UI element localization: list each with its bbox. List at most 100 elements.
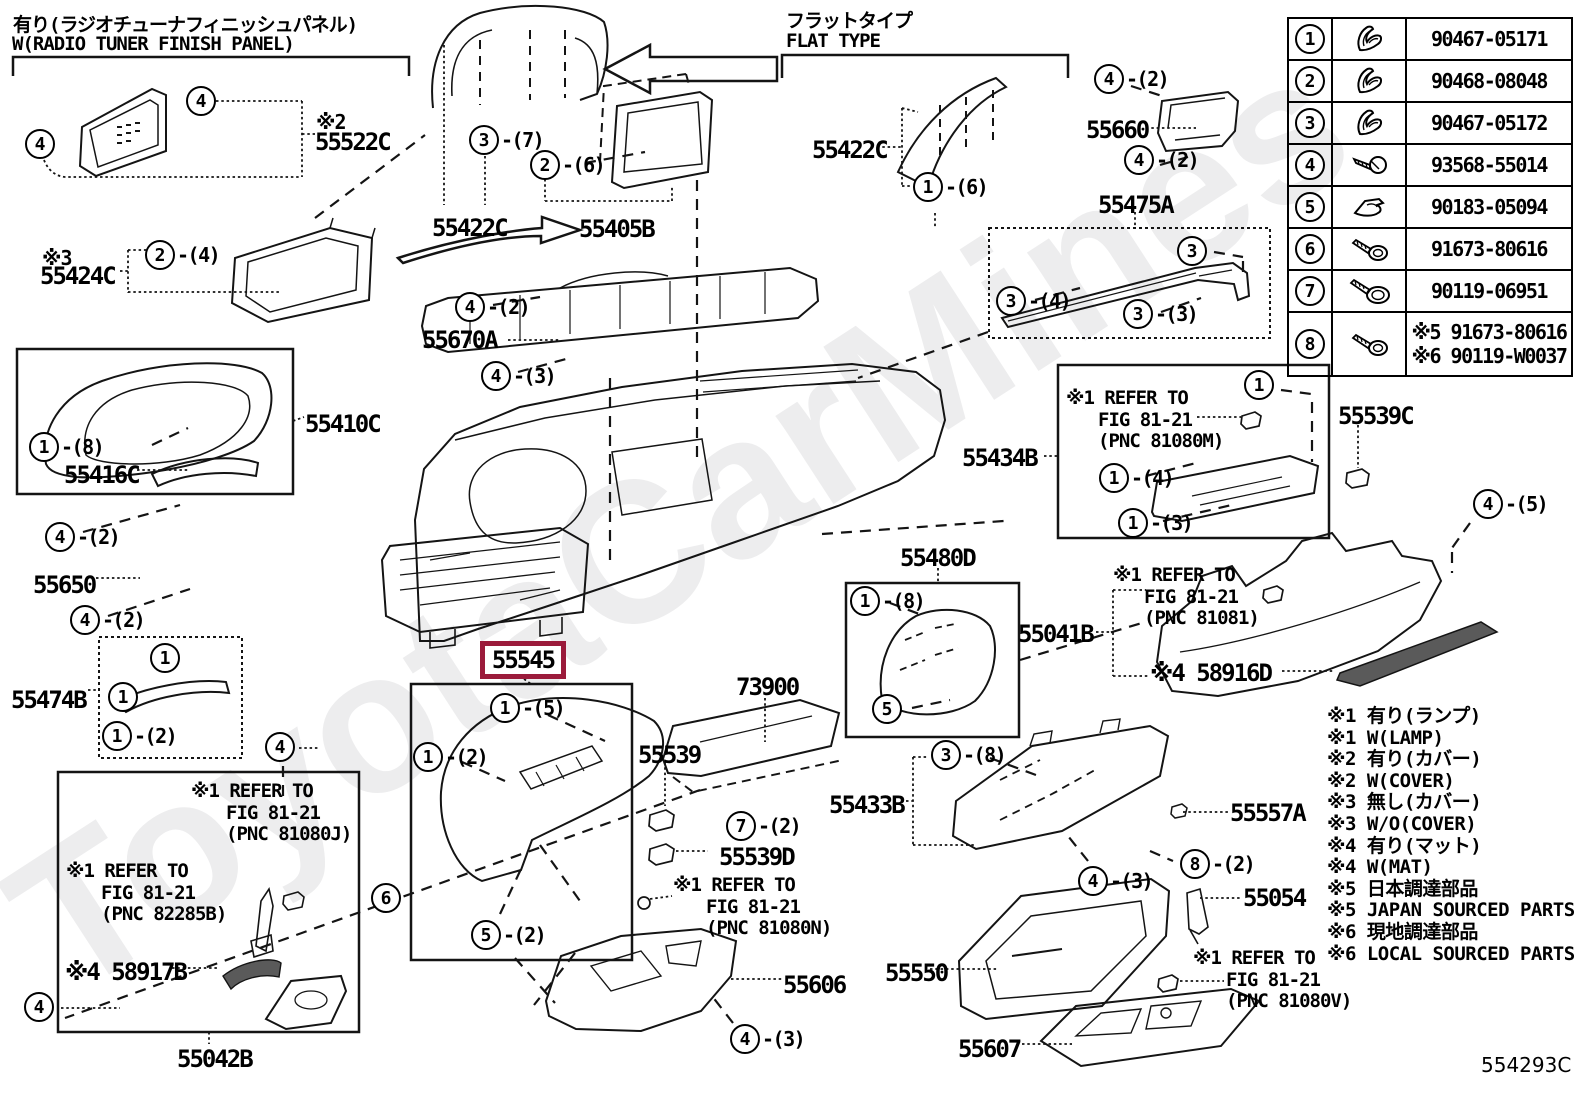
part-label-55480d[interactable]: 55480D [900, 544, 977, 572]
fastener-part-number: 90119-06951 [1407, 279, 1571, 303]
direction-arrows [395, 42, 779, 265]
part-label-55474b[interactable]: 55474B [11, 686, 88, 714]
callout-3: 3-(3) [1123, 299, 1199, 329]
fastener-part-number: 90183-05094 [1407, 195, 1571, 219]
callout-qty: -(2) [445, 745, 489, 769]
bolt-washer-icon [1331, 271, 1407, 311]
sketch-small-clips [637, 411, 1370, 993]
legend-line: ※1 有り(ランプ) [1327, 705, 1481, 727]
callout-qty: -(3) [1110, 869, 1154, 893]
callout-circle: 5 [471, 920, 501, 950]
sketch-glovebox-55550 [957, 877, 1171, 1021]
part-label-2[interactable]: ※2 [316, 110, 347, 134]
callout-qty: -(6) [562, 153, 606, 177]
fastener-callout: 8 [1289, 313, 1331, 375]
sketch-vent-55660 [1156, 90, 1240, 153]
part-label-3[interactable]: ※3 [42, 246, 73, 270]
callout-circle: 4 [186, 86, 216, 116]
callout-circle: 4 [481, 361, 511, 391]
part-label-55405b[interactable]: 55405B [579, 215, 656, 243]
callout-circle: 7 [1295, 276, 1325, 306]
part-label-55660[interactable]: 55660 [1086, 116, 1150, 144]
part-label-55539c[interactable]: 55539C [1338, 402, 1415, 430]
part-label-55650[interactable]: 55650 [33, 571, 97, 599]
part-label-55670a[interactable]: 55670A [422, 326, 499, 354]
fastener-row: 8※5 91673-80616※6 90119-W0037 [1289, 311, 1571, 375]
callout-1: 1-(2) [102, 721, 178, 751]
callout-qty: -(2) [503, 923, 547, 947]
callout-qty: -(2) [77, 525, 121, 549]
part-label-55041b[interactable]: 55041B [1018, 620, 1095, 648]
part-label-58917b[interactable]: ※4 58917B [65, 958, 188, 986]
legend-line: ※1 W(LAMP) [1327, 726, 1444, 749]
fastener-part-number: 90467-05171 [1407, 27, 1571, 51]
part-label-55539[interactable]: 55539 [638, 741, 702, 769]
fastener-part-line: 90119-06951 [1431, 279, 1548, 303]
fastener-part-line: ※5 91673-80616 [1411, 320, 1568, 344]
callout-circle: 4 [25, 129, 55, 159]
bolt-icon [1331, 229, 1407, 269]
callout-qty: -(2) [134, 724, 178, 748]
legend-line: ※2 W(COVER) [1327, 769, 1455, 792]
callout-circle: 5 [1295, 192, 1325, 222]
part-label-58916d[interactable]: ※4 58916D [1150, 659, 1273, 687]
part-label-55475a[interactable]: 55475A [1098, 191, 1175, 219]
part-label-55557a[interactable]: 55557A [1230, 799, 1307, 827]
header-radio-en: W(RADIO TUNER FINISH PANEL) [12, 33, 295, 55]
sketch-knee-airbag-73900 [661, 698, 844, 794]
fastener-part-line: 93568-55014 [1431, 153, 1548, 177]
callout-circle: 4 [1078, 866, 1108, 896]
callout-8: 8-(2) [1180, 849, 1256, 879]
radio-type-arrow [395, 215, 584, 265]
part-label-55607[interactable]: 55607 [958, 1035, 1022, 1063]
sketch-tray-55607 [1039, 987, 1261, 1068]
header-radio-jp: 有り(ラジオチューナフィニッシュパネル) [13, 14, 358, 36]
part-label-55042b[interactable]: 55042B [177, 1045, 254, 1073]
box-55475a [988, 227, 1271, 339]
highlighted-part-55545[interactable]: 55545 [480, 641, 566, 679]
spring-clip-icon [1331, 187, 1407, 227]
part-label-55606[interactable]: 55606 [783, 971, 847, 999]
part-sketches [44, 4, 1499, 1068]
callout-qty: -(7) [501, 128, 545, 152]
callout-4: 4 [24, 992, 54, 1022]
part-label-55416c[interactable]: 55416C [64, 461, 141, 489]
callout-qty: -(3) [1155, 302, 1199, 326]
part-label-55410c[interactable]: 55410C [305, 410, 382, 438]
header-flat-en: FLAT TYPE [786, 30, 881, 52]
part-label-55434b[interactable]: 55434B [962, 444, 1039, 472]
part-label-55422c[interactable]: 55422C [812, 136, 889, 164]
refer-note-line: (PNC 81080J) [226, 823, 352, 845]
part-label-55422c[interactable]: 55422C [432, 214, 509, 242]
part-label-73900[interactable]: 73900 [736, 673, 800, 701]
fastener-part-line: 91673-80616 [1431, 237, 1548, 261]
part-label-55539d[interactable]: 55539D [719, 843, 796, 871]
refer-note-line: (PNC 82285B) [101, 903, 227, 925]
refer-note-line: (PNC 81081) [1144, 607, 1260, 629]
sketch-cowl-55480d [879, 608, 996, 716]
part-label-55054[interactable]: 55054 [1243, 884, 1307, 912]
callout-5: 5-(2) [471, 920, 547, 950]
part-label-55433b[interactable]: 55433B [829, 791, 906, 819]
part-label-55424c[interactable]: 55424C [40, 262, 117, 290]
callout-qty: -(2) [487, 295, 531, 319]
sketch-cluster-surround-55410c [44, 362, 273, 488]
callout-circle: 1 [1099, 463, 1129, 493]
fastener-callout: 6 [1289, 229, 1331, 269]
legend-line: ※6 LOCAL SOURCED PARTS [1327, 942, 1575, 965]
part-label-55522c[interactable]: 55522C [315, 128, 392, 156]
refer-note-line: ※1 REFER TO [66, 860, 189, 882]
callout-circle: 3 [469, 125, 499, 155]
legend-line: ※5 日本調達部品 [1327, 877, 1478, 900]
callout-1: 1 [1244, 370, 1274, 400]
fastener-callout: 1 [1289, 19, 1331, 59]
callout-circle: 1 [29, 432, 59, 462]
callout-qty: -(8) [61, 435, 105, 459]
callout-circle: 6 [1295, 234, 1325, 264]
part-label-55550[interactable]: 55550 [885, 959, 949, 987]
